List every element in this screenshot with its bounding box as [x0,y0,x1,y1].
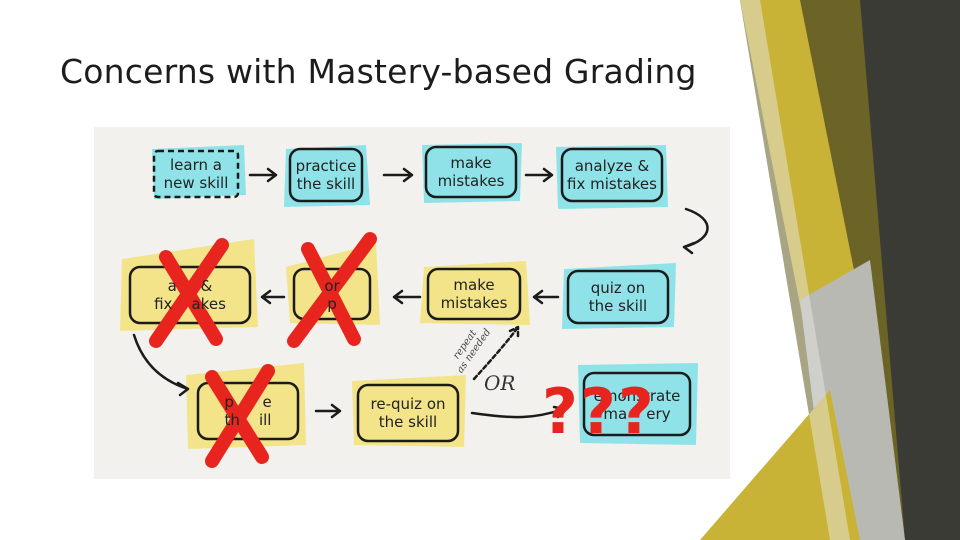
slide-title: Concerns with Mastery-based Grading [60,52,697,91]
question-marks: ??? [542,375,656,448]
highlight-blobs [120,143,698,449]
process-boxes [128,145,692,443]
box-analyze-fix: analyze &fix mistakes [567,157,657,193]
box-crossed-analyze: a &fix akes [154,277,226,313]
red-x-marks [149,232,377,468]
flow-arrows [132,167,709,419]
or-label: OR [484,371,516,395]
